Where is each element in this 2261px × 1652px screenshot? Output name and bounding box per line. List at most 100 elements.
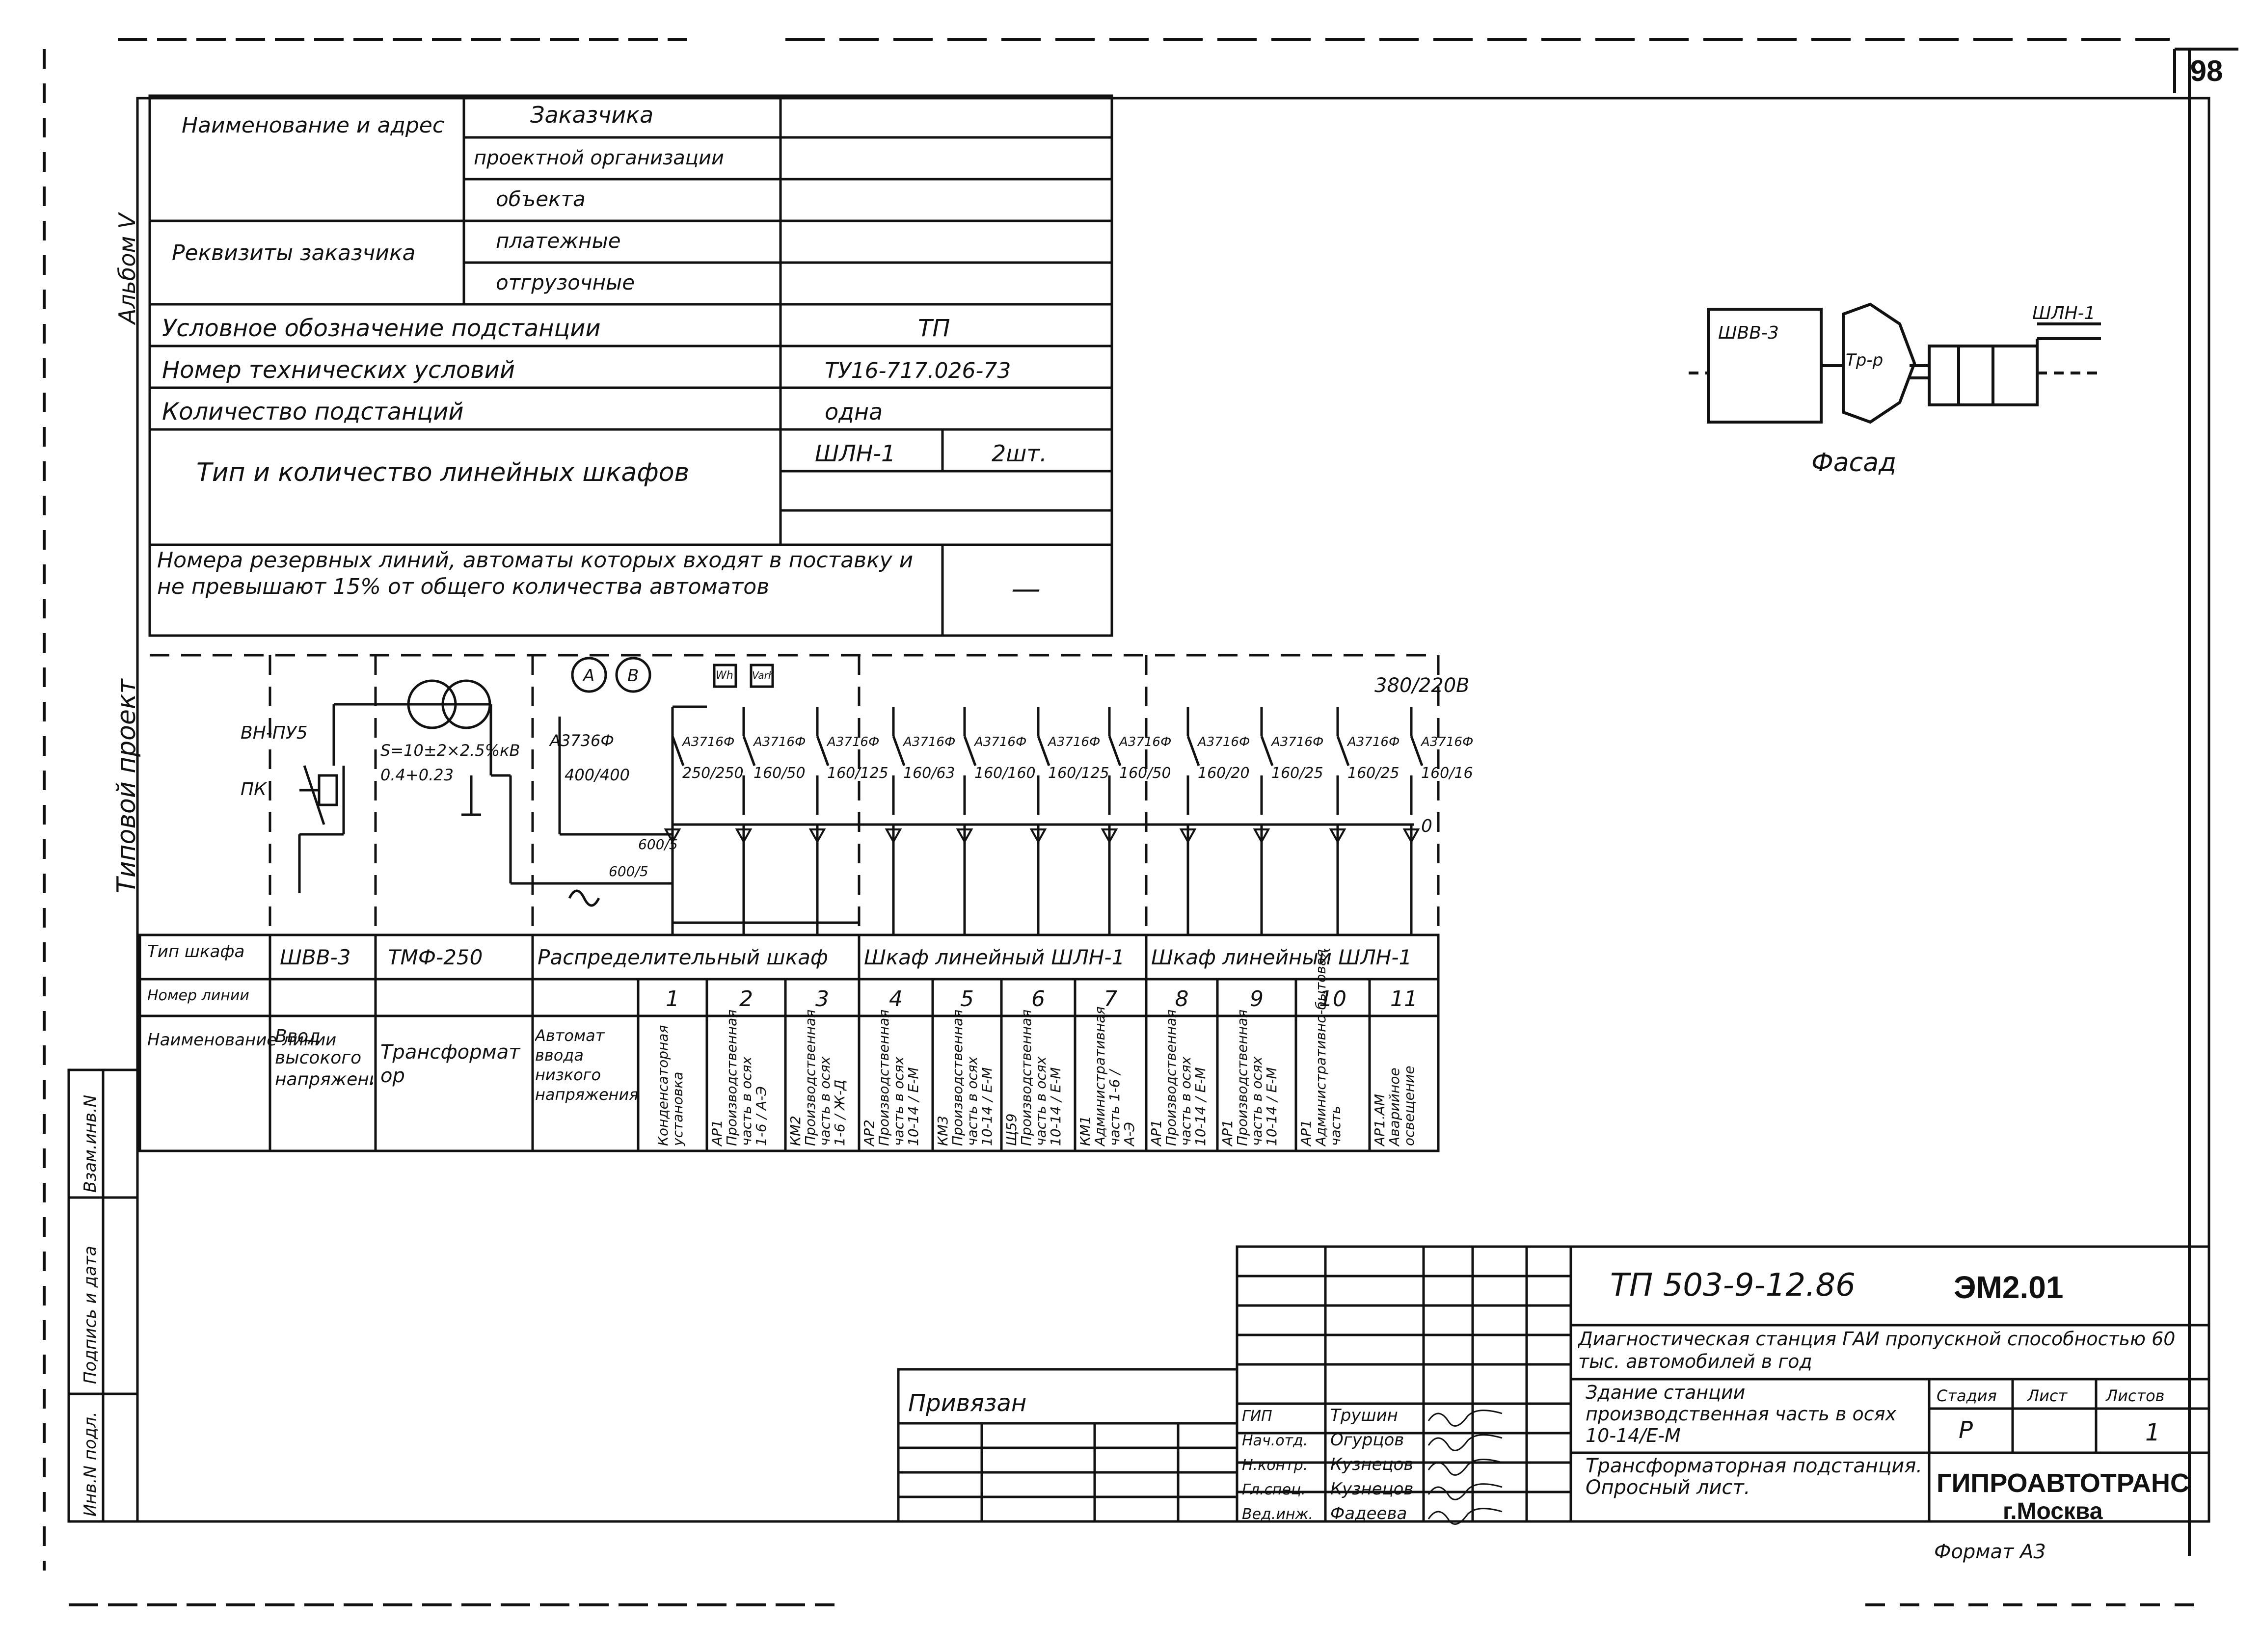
line-number: 7 [1104,986,1118,1012]
feeder-rating-label: 160/16 [1421,765,1473,782]
line-name-part: КМ2 [787,1116,804,1146]
row-number-label: Номер линии [147,987,249,1004]
sheets-label: Листов [2105,1386,2165,1405]
line-name-part: АР1.АМ [1372,1094,1388,1147]
line-number: 5 [960,986,974,1012]
line-name-part: АР1 [1219,1119,1236,1147]
line-number: 11 [1390,986,1418,1012]
line-name-part: освещение [1401,1066,1417,1146]
line-name-part: КМ1 [1077,1116,1093,1146]
customer-label: Заказчика [530,102,653,128]
line-name-part: Производственная [876,1010,892,1146]
facade-line-cabinet: ШЛН-1 [2032,303,2096,323]
title-block-grid [897,1245,2210,1523]
sheet-frame [43,38,2238,1606]
line-name-part: часть в осях [1178,1056,1194,1146]
line-name-part: установка [670,1072,686,1146]
sheet-title: Трансформаторная подстанция. Опросный ли… [1586,1455,1923,1499]
payment-label: платежные [496,229,621,253]
name-hv: Ввод высокого напряжения [275,1026,373,1090]
tech-number-value: ТУ16-717.026-73 [825,358,1011,383]
signature-scribble [1427,1483,1503,1500]
stage-value: Р [1959,1416,1973,1444]
transformer-voltage: 0.4+0.23 [380,766,454,784]
transformer-rating: S=10±2×2.5%кВ [380,741,520,760]
project-label: Типовой проект [112,678,141,893]
feeder-breaker-label: А3716Ф [1346,735,1400,749]
sheet-number: 98 [2190,54,2223,87]
line-cells: 1Конденсаторнаяустановка2АР1Производстве… [655,949,1418,1147]
line-name-part: Щ59 [1003,1114,1020,1146]
project-code: ТП 503-9-12.86 [1610,1267,1856,1304]
line-number: 8 [1175,986,1189,1012]
object-label: объекта [496,187,586,211]
line-name-part: 1-6 / Ж-Д [832,1080,848,1146]
facade-transformer: Тр-р [1846,350,1883,370]
project-title-box: Диагностическая станция ГАИ пропускной с… [1578,1328,2175,1372]
designation-label: Условное обозначение подстанции [162,315,601,342]
line-name-part: Производственная [1234,1010,1250,1146]
line-name-part: Производственная [1163,1010,1179,1146]
ammeter-symbol: А [582,666,594,686]
sheet-code: ЭМ2.01 [1954,1270,2063,1305]
city-name: г.Москва [2003,1498,2103,1524]
line-number: 10 [1319,986,1346,1012]
person-name: Трушин [1330,1406,1398,1425]
line-name-part: часть в осях [964,1056,980,1146]
shipping-label: отгрузочные [496,270,635,294]
company-name: ГИПРОАВТОТРАНС [1937,1468,2189,1498]
person-role: Н.контр. [1242,1457,1308,1474]
hv-switch-label: ВН-ПУ5 [241,723,308,743]
line-column-dividers [637,979,1371,1151]
line-name-part: 10-14 / Е-М [1192,1067,1209,1146]
sheets-value: 1 [2145,1419,2160,1446]
feeder-rating-label: 160/125 [827,765,888,782]
line-number: 3 [815,986,829,1012]
feeder-rating-label: 250/250 [682,765,744,782]
person-role: ГИП [1242,1408,1272,1425]
fuse-label: ПК [241,779,267,799]
quantity-label: Количество подстанций [162,398,464,426]
signature-row: ГИП Трушин [1242,1406,1503,1427]
line-name-part: Производственная [802,1010,818,1146]
col-dist: Распределительный шкаф [538,945,828,969]
line-name-part: 10-14 / Е-М [1048,1067,1064,1146]
name-address-label: Наименование и адрес [182,113,444,138]
cabinet-type-label: Тип и количество линейных шкафов [196,458,689,487]
main-breaker-rating: 400/400 [565,766,630,784]
line-name-part: Производственная [949,1010,966,1146]
line-number: 6 [1031,986,1045,1012]
line-name-part: часть в осях [1033,1056,1049,1146]
cabinet-type-value: ШЛН-1 [815,440,895,467]
name-tr: Трансформатор [380,1041,520,1087]
side-strip [67,1068,139,1523]
person-role: Гл.спец. [1242,1481,1306,1498]
feeder-rating-label: 160/50 [754,765,806,782]
line-name-part: 1-6 / А-Э [753,1086,769,1146]
name-tr-box: Трансформатор [380,1041,520,1087]
feeder-breaker-label: А3716Ф [1420,735,1473,749]
feeder-rating-label: 160/63 [903,765,955,782]
feeder-11: А3716Ф 160/16 [1402,707,1473,935]
name-auto-box: Автомат ввода низкого напряжения [535,1026,638,1104]
line-name-part: Аварийное [1386,1067,1402,1147]
line-number: 1 [666,986,679,1012]
signature-row: Н.контр.Кузнецов [1242,1455,1503,1476]
line-name-part: часть в осях [738,1056,754,1146]
line-name-part: А-Э [1121,1122,1137,1147]
line-name-part: АР1 [1148,1119,1164,1147]
line-number: 2 [739,986,753,1012]
col-ln1: Шкаф линейный ШЛН-1 [864,945,1125,969]
